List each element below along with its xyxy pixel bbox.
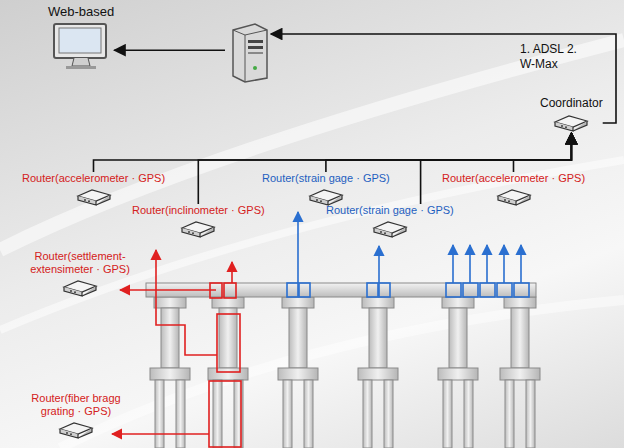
router-icon [76, 187, 112, 207]
coordinator-router: Coordinator [540, 96, 603, 133]
router-icon [58, 420, 94, 440]
pier-part [384, 380, 393, 448]
bridge-piers [150, 297, 540, 448]
pier-part [283, 380, 292, 448]
blue-sensor-marks [287, 212, 529, 297]
connector [326, 133, 572, 172]
node-label: Router(accelerometer · GPS) [442, 172, 585, 185]
pier-part [449, 308, 467, 368]
pier-part [176, 380, 185, 448]
pier-part [278, 368, 318, 380]
pier-part [150, 368, 190, 380]
web-client: Web-based [48, 4, 114, 70]
router-icon [62, 278, 98, 298]
pier-part [504, 297, 536, 308]
background-swoosh [0, 160, 624, 330]
pier-part [154, 297, 186, 308]
pier-part [363, 380, 372, 448]
node-label: Router(inclinometer · GPS) [132, 204, 265, 217]
pier-part [304, 380, 313, 448]
background-swoosh [0, 40, 624, 250]
connector [421, 133, 572, 204]
node-label: Router(fiber bragg grating · GPS) [16, 392, 136, 418]
router-icon [372, 219, 408, 239]
router-node: Router(fiber bragg grating · GPS) [16, 392, 136, 440]
router-icon [496, 187, 532, 207]
router-node: Router(accelerometer · GPS) [22, 172, 165, 207]
router-node: Router(strain gage · GPS) [326, 204, 454, 239]
pier-part [358, 368, 398, 380]
red-sensor-marks [112, 250, 241, 447]
pier-part [438, 368, 478, 380]
pier-part [362, 297, 394, 308]
router-node: Router(strain gage · GPS) [262, 172, 390, 207]
router-node: Router(settlement-extensimeter · GPS) [20, 250, 140, 298]
server-icon [225, 22, 271, 84]
connector [94, 133, 572, 172]
pier-part [282, 297, 314, 308]
connector [271, 34, 616, 123]
pier-part [369, 308, 387, 368]
connector [514, 133, 572, 172]
pc-icon [50, 22, 112, 70]
node-label: Router(settlement-extensimeter · GPS) [20, 250, 140, 276]
pier-part [289, 308, 307, 368]
pier-part [505, 380, 514, 448]
server [225, 20, 271, 84]
router-node: Router(accelerometer · GPS) [442, 172, 585, 207]
node-label: Router(strain gage · GPS) [326, 204, 454, 217]
router-icon [180, 219, 216, 239]
router-node: Router(inclinometer · GPS) [132, 204, 265, 239]
pier-part [526, 380, 535, 448]
edge-label: 1. ADSL 2. W-Max [520, 42, 582, 72]
pier-part [219, 308, 237, 368]
connector [114, 49, 225, 51]
pier-part [464, 380, 473, 448]
pier-part [500, 368, 540, 380]
connector [198, 133, 571, 204]
pier-part [208, 368, 248, 380]
node-label: Web-based [48, 4, 114, 20]
background-swoosh [60, 300, 624, 448]
pier-part [155, 380, 164, 448]
node-label: Router(strain gage · GPS) [262, 172, 390, 185]
node-label: Coordinator [540, 96, 603, 111]
pier-part [442, 297, 474, 308]
pier-part [213, 380, 222, 448]
pier-part [511, 308, 529, 368]
pier-part [161, 308, 179, 368]
router-icon [553, 113, 589, 133]
pier-part [443, 380, 452, 448]
node-label: Router(accelerometer · GPS) [22, 172, 165, 185]
